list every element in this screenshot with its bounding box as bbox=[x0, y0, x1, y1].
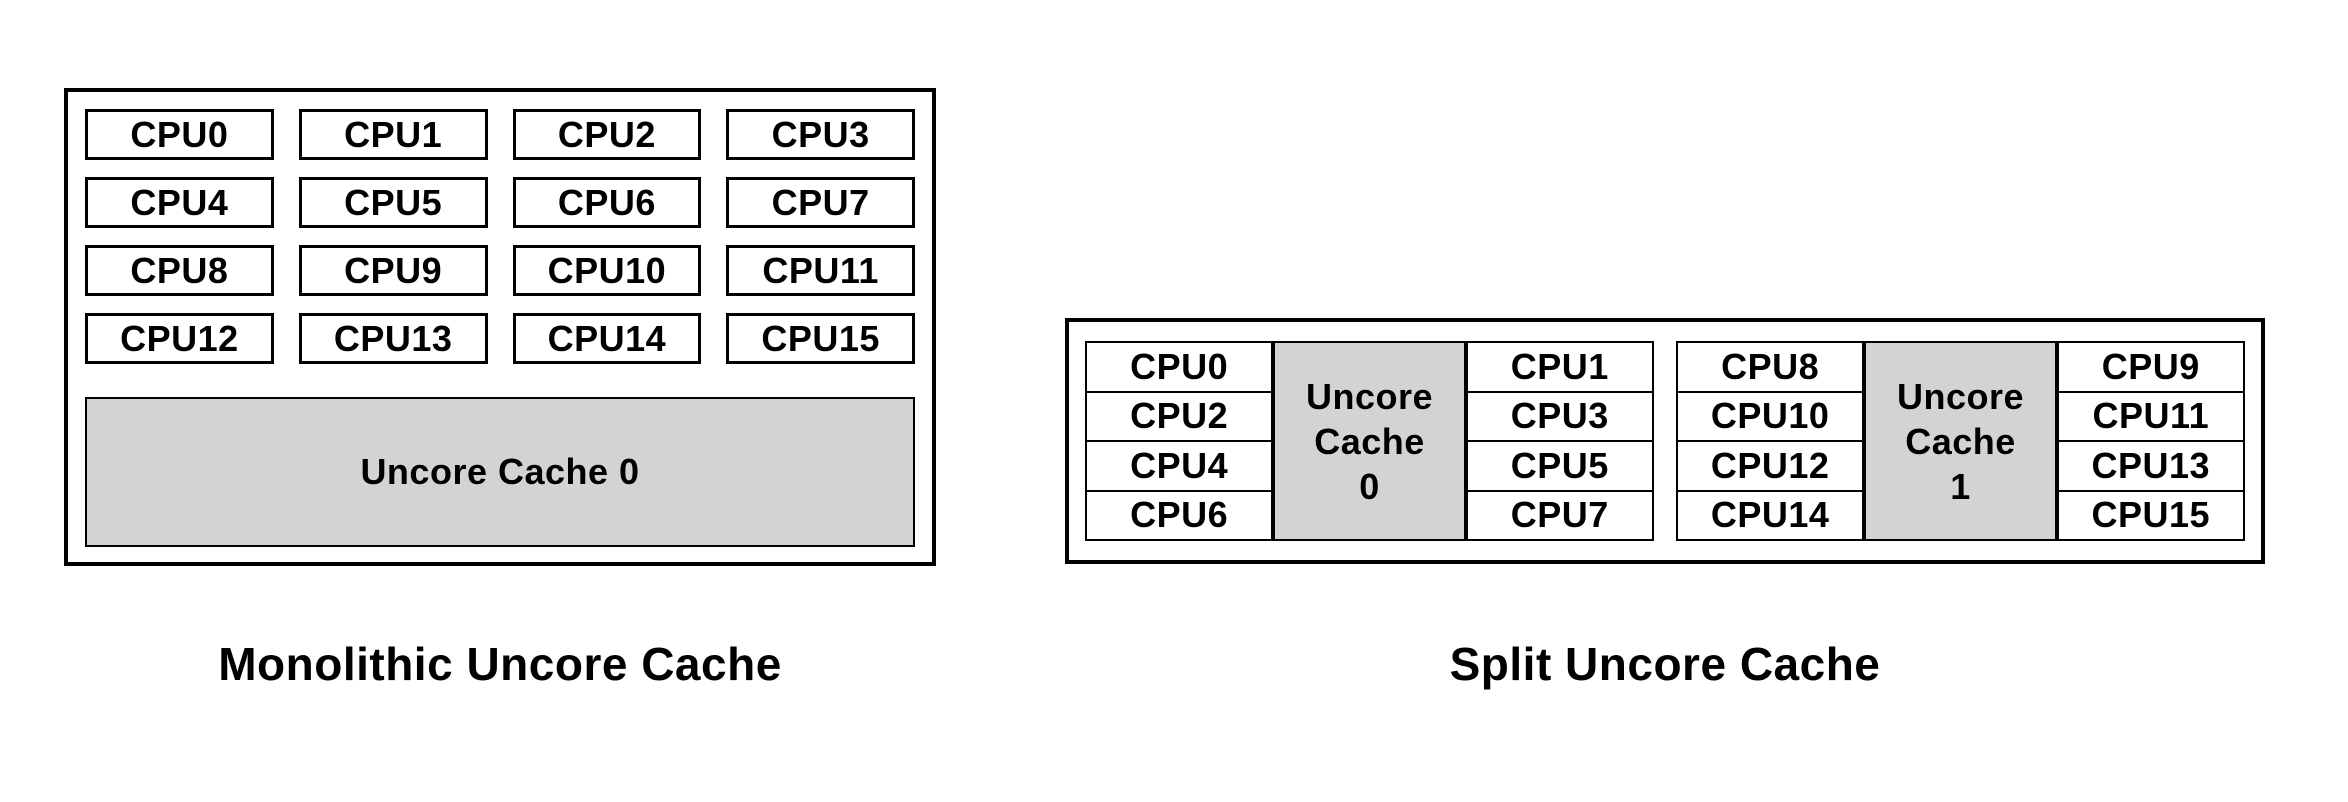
cache-label-line: Cache bbox=[1905, 420, 2016, 462]
cpu-box: CPU11 bbox=[726, 245, 915, 296]
cpu-cell: CPU11 bbox=[2056, 392, 2245, 442]
cpu-box: CPU7 bbox=[726, 177, 915, 228]
split-cluster-0-right-column: CPU1 CPU3 CPU5 CPU7 bbox=[1465, 341, 1654, 541]
monolithic-diagram: CPU0 CPU1 CPU2 CPU3 CPU4 CPU5 CPU6 CPU7 … bbox=[64, 88, 936, 566]
split-cluster-1-left-column: CPU8 CPU10 CPU12 CPU14 bbox=[1676, 341, 1865, 541]
cpu-box: CPU12 bbox=[85, 313, 274, 364]
cpu-cell: CPU12 bbox=[1676, 442, 1865, 492]
cpu-box: CPU3 bbox=[726, 109, 915, 160]
cpu-cell: CPU6 bbox=[1085, 491, 1274, 541]
cache-label-line: 1 bbox=[1950, 465, 1971, 507]
split-caption: Split Uncore Cache bbox=[1449, 638, 1881, 690]
split-cluster-1-right-column: CPU9 CPU11 CPU13 CPU15 bbox=[2056, 341, 2245, 541]
cpu-cell: CPU5 bbox=[1465, 442, 1654, 492]
monolithic-caption: Monolithic Uncore Cache bbox=[218, 638, 782, 690]
cache-label-line: Uncore bbox=[1305, 375, 1433, 417]
cpu-cell: CPU8 bbox=[1676, 341, 1865, 393]
cpu-cell: CPU3 bbox=[1465, 392, 1654, 442]
monolithic-cpu-grid: CPU0 CPU1 CPU2 CPU3 CPU4 CPU5 CPU6 CPU7 … bbox=[85, 109, 915, 364]
cpu-box: CPU14 bbox=[512, 313, 702, 364]
cpu-cell: CPU13 bbox=[2056, 442, 2245, 492]
cache-label-line: Cache bbox=[1314, 420, 1425, 462]
cpu-box: CPU5 bbox=[298, 177, 488, 228]
cpu-cell: CPU14 bbox=[1676, 491, 1865, 541]
cpu-box: CPU13 bbox=[298, 313, 488, 364]
cpu-cell: CPU7 bbox=[1465, 491, 1654, 541]
cpu-cell: CPU2 bbox=[1085, 392, 1274, 442]
cpu-cell: CPU15 bbox=[2056, 491, 2245, 541]
cpu-cell: CPU1 bbox=[1465, 341, 1654, 393]
cpu-cell: CPU9 bbox=[2056, 341, 2245, 393]
split-cluster-0: CPU0 CPU2 CPU4 CPU6 Uncore Cache 0 CPU1 … bbox=[1085, 341, 1654, 541]
uncore-cache-1-box-split: Uncore Cache 1 bbox=[1864, 341, 2057, 541]
cpu-box: CPU2 bbox=[512, 109, 702, 160]
cpu-box: CPU10 bbox=[512, 245, 702, 296]
cpu-box: CPU9 bbox=[298, 245, 488, 296]
uncore-cache-0-box-split: Uncore Cache 0 bbox=[1273, 341, 1466, 541]
cpu-box: CPU15 bbox=[726, 313, 915, 364]
cpu-box: CPU8 bbox=[85, 245, 274, 296]
split-diagram: CPU0 CPU2 CPU4 CPU6 Uncore Cache 0 CPU1 … bbox=[1065, 318, 2265, 564]
split-cluster-0-left-column: CPU0 CPU2 CPU4 CPU6 bbox=[1085, 341, 1274, 541]
cpu-box: CPU4 bbox=[85, 177, 274, 228]
cache-label-line: 0 bbox=[1359, 465, 1380, 507]
cpu-cell: CPU10 bbox=[1676, 392, 1865, 442]
cpu-cell: CPU0 bbox=[1085, 341, 1274, 393]
cache-label-line: Uncore bbox=[1896, 375, 2024, 417]
split-cluster-1: CPU8 CPU10 CPU12 CPU14 Uncore Cache 1 CP… bbox=[1676, 341, 2245, 541]
uncore-cache-0-box: Uncore Cache 0 bbox=[85, 397, 915, 547]
cpu-cell: CPU4 bbox=[1085, 442, 1274, 492]
cpu-box: CPU6 bbox=[512, 177, 702, 228]
cpu-box: CPU1 bbox=[298, 109, 488, 160]
cpu-box: CPU0 bbox=[85, 109, 274, 160]
